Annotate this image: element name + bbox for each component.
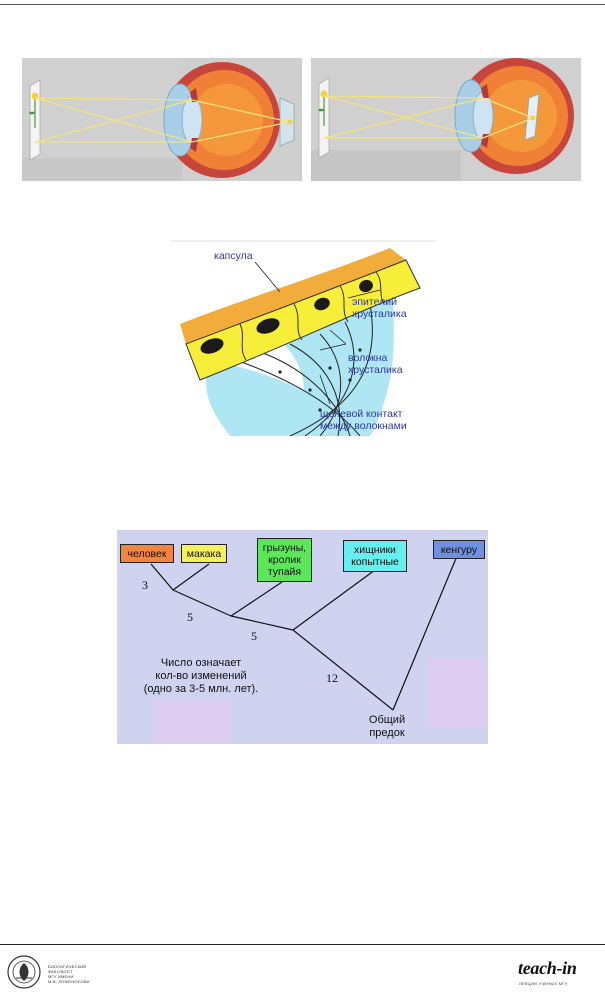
label-capsule: капсула [214,250,253,262]
lens-structure-diagram: капсула эпителий хрусталика волокна хрус… [170,240,436,436]
label-epithelium-line2: хрусталика [352,308,407,320]
teach-in-tagline: ЛЕКЦИИ УЧЕНЫХ МГУ [519,981,568,986]
node-kangaroo-label: кенгуру [440,544,478,556]
common-ancestor-line2: предок [369,727,405,739]
msu-caption-line2: ФАКУЛЬТЕТ [48,969,73,974]
eye-diagram-left [22,58,302,181]
node-kangaroo: кенгуру [433,540,485,559]
node-rodents-line1: грызуны, [262,542,307,554]
common-ancestor-line1: Общий [368,714,406,726]
msu-logo [6,954,42,990]
label-fibers-line1: волокна [348,352,388,364]
msu-caption: БИОЛОГИЧЕСКИЙ ФАКУЛЬТЕТ МГУ ИМЕНИ М.В. Л… [48,964,90,984]
phylogenetic-tree: человек макака грызуны, кролик тупайя хи… [117,530,488,744]
edge-number-placentals: 12 [326,671,338,685]
node-carnivores-line1: хищники [354,544,396,556]
node-rodents: грызуны, кролик тупайя [257,538,312,582]
common-ancestor-label: Общий предок [357,714,417,740]
node-rodents-line3: тупайя [267,566,302,578]
msu-caption-line3: МГУ ИМЕНИ [48,974,74,979]
edge-number-human-macaque: 3 [142,578,148,592]
teach-in-logo: teach-in [518,958,577,978]
edge-number-rodents: 5 [251,629,257,643]
label-gap-junction-line1: щелевой контакт [320,408,403,420]
tree-note-line1: Число означает [160,657,242,669]
footer-divider [0,944,605,945]
tree-note-line2: кол-во изменений [155,670,247,682]
label-epithelium-line1: эпителий [352,296,397,308]
node-macaque-label: макака [186,548,222,560]
node-carnivores: хищники копытные [343,540,407,572]
node-macaque: макака [181,544,227,563]
msu-caption-line4: М.В. ЛОМОНОСОВА [48,979,90,984]
label-gap-junction-line2: между волокнами [320,420,407,432]
node-human: человек [120,544,174,563]
top-divider [0,4,605,5]
node-rodents-line2: кролик [268,554,301,566]
tree-note-line3: (одно за 3-5 млн. лет). [143,683,259,695]
tree-note: Число означает кол-во изменений (одно за… [131,657,271,696]
eye-diagram-right [311,58,581,181]
label-fibers-line2: хрусталика [348,364,403,376]
node-human-label: человек [127,548,167,560]
msu-caption-line1: БИОЛОГИЧЕСКИЙ [48,964,87,969]
edge-number-primates: 5 [187,610,193,624]
node-carnivores-line2: копытные [351,556,399,568]
